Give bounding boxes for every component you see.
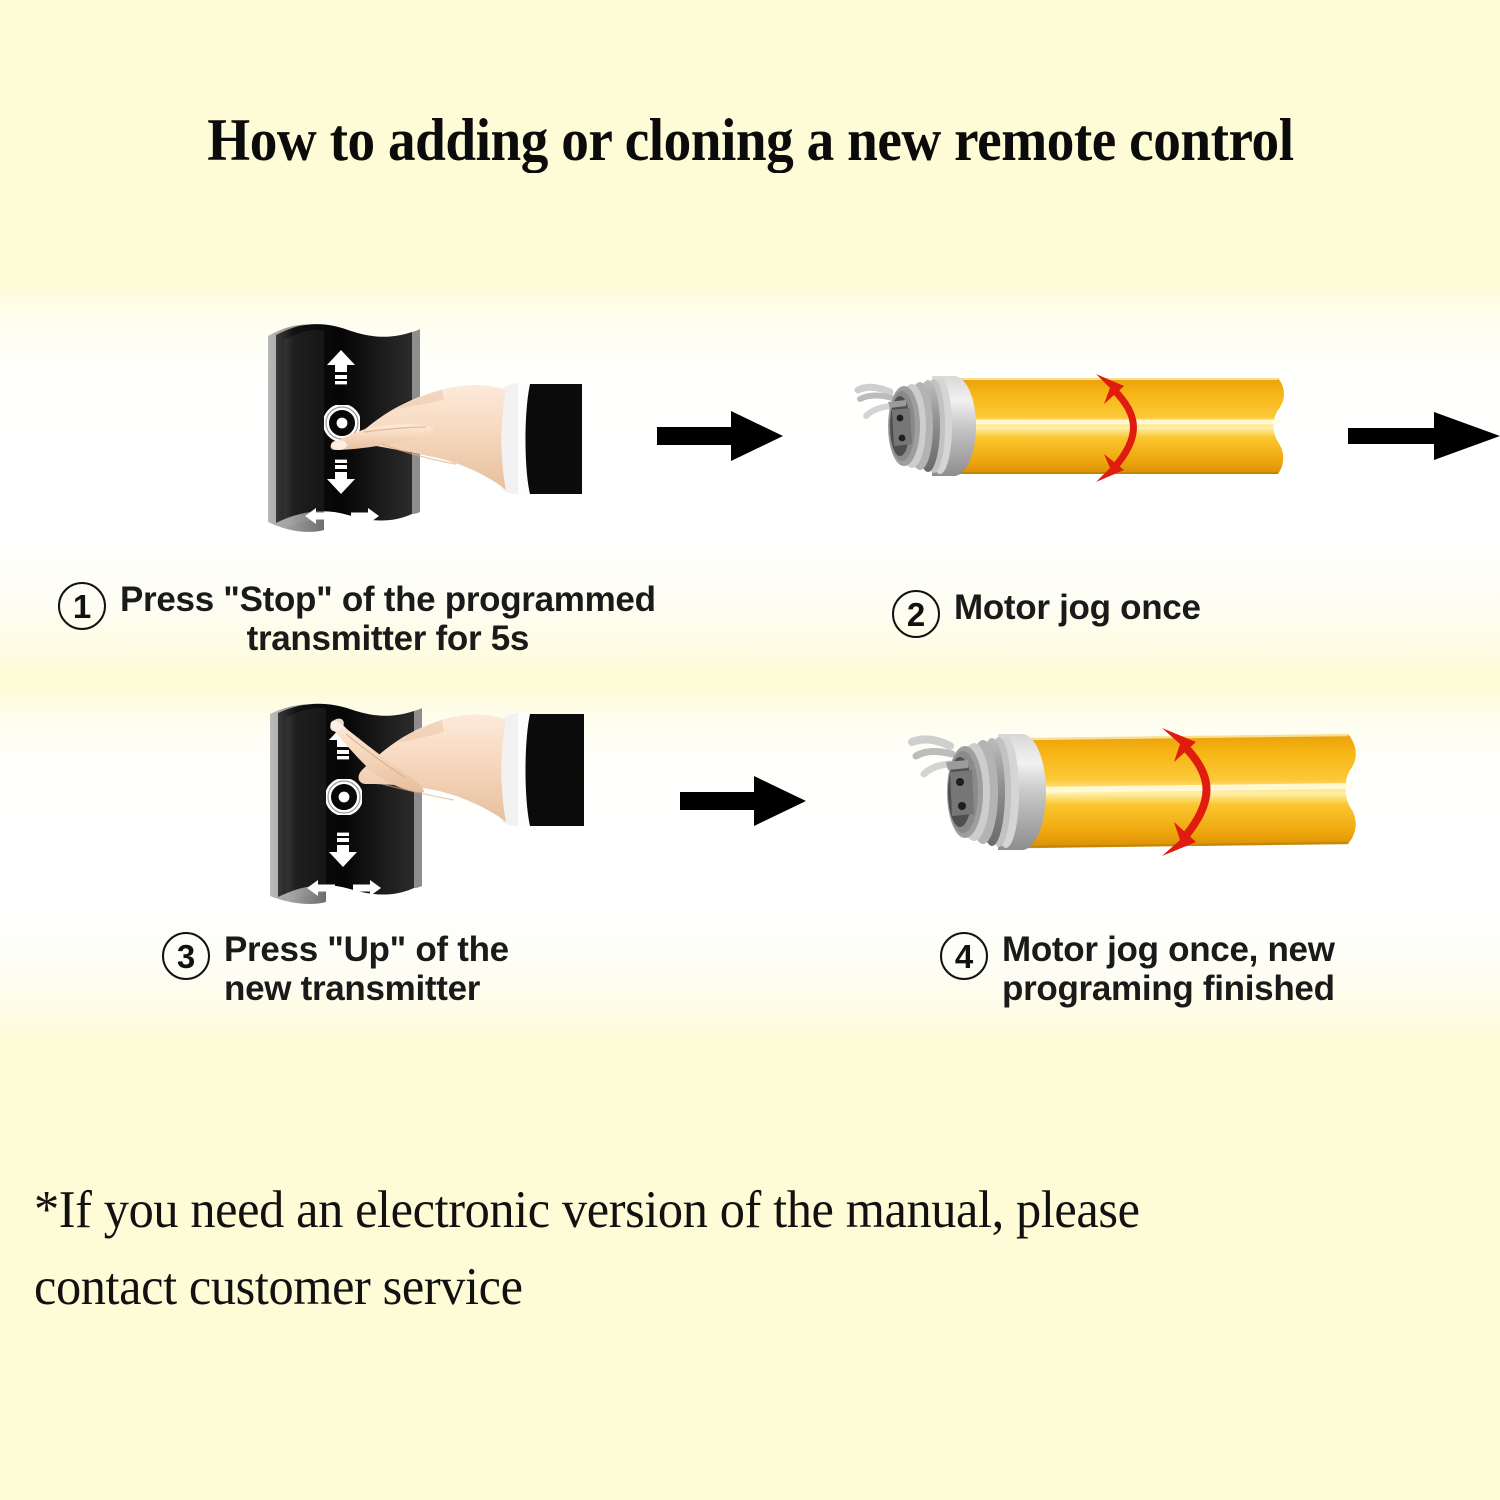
flow-arrow-right-icon-1 [657, 407, 783, 465]
step-row-2 [0, 686, 1500, 1046]
flow-arrow-right-icon-2 [1348, 407, 1500, 465]
step-label-3: Press "Up" of the new transmitter [224, 930, 509, 1009]
step-number-badge-4: 4 [940, 932, 988, 980]
up-arrow-button[interactable] [324, 348, 358, 386]
step-caption-2: 2 Motor jog once [892, 588, 1201, 638]
tubular-motor-step-2 [848, 364, 1298, 494]
tubular-motor-step-4 [902, 712, 1372, 870]
step-caption-3: 3 Press "Up" of the new transmitter [162, 930, 509, 1008]
step-caption-1: 1 Press "Stop" of the programmed transmi… [58, 580, 678, 658]
right-arrow-button[interactable] [352, 878, 382, 898]
remote-control-step-3[interactable] [264, 700, 424, 912]
remote-device [264, 700, 424, 912]
stop-button[interactable] [326, 779, 362, 815]
remote-device [262, 318, 422, 540]
step-label-1: Press "Stop" of the programmed transmitt… [120, 580, 656, 659]
illustration-band-row-1 [0, 282, 1500, 682]
step-number-badge-2: 2 [892, 590, 940, 638]
remote-control-step-1[interactable] [262, 318, 422, 540]
footer-note: *If you need an electronic version of th… [34, 1181, 1140, 1316]
step-label-2: Motor jog once [954, 588, 1201, 627]
step-label-4: Motor jog once, new programing finished [1002, 930, 1335, 1009]
hand-pointing-stop [330, 370, 582, 500]
hand-pointing-up [326, 692, 584, 844]
step-number-badge-3: 3 [162, 932, 210, 980]
title-zone: How to adding or cloning a new remote co… [0, 0, 1500, 280]
step-caption-4: 4 Motor jog once, new programing finishe… [940, 930, 1335, 1008]
left-arrow-button[interactable] [306, 878, 336, 898]
left-arrow-button[interactable] [304, 506, 334, 526]
step-row-1 [0, 282, 1500, 682]
down-arrow-button[interactable] [324, 458, 358, 496]
step-number-badge-1: 1 [58, 582, 106, 630]
down-arrow-button[interactable] [326, 831, 360, 869]
right-arrow-button[interactable] [350, 506, 380, 526]
flow-arrow-right-icon-3 [680, 772, 806, 830]
page-title: How to adding or cloning a new remote co… [206, 106, 1294, 173]
